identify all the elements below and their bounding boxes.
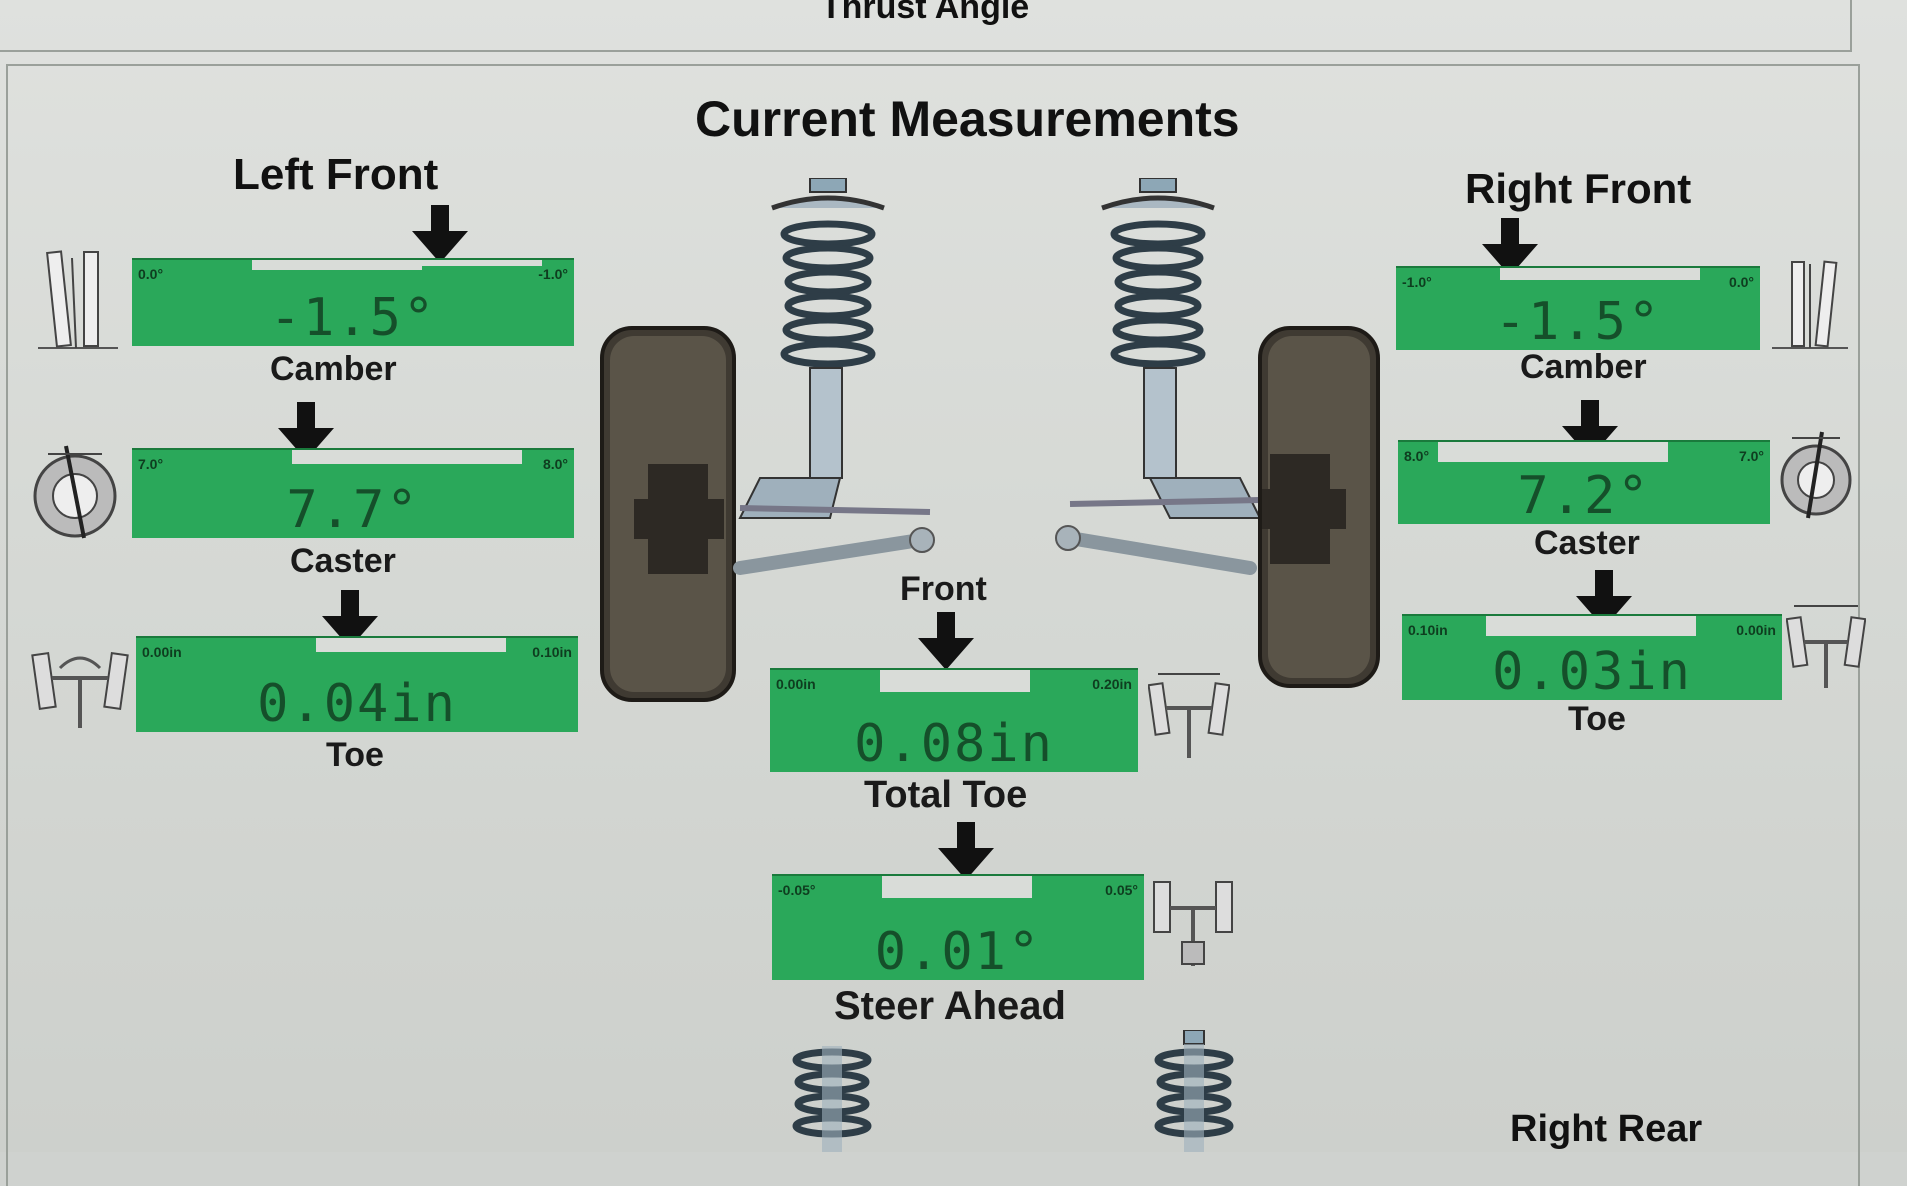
down-arrow-icon <box>1576 570 1632 628</box>
strut-assembly-icon <box>792 1046 872 1152</box>
total-toe-value: 0.08in <box>854 714 1054 774</box>
down-arrow-icon <box>412 205 468 263</box>
right-toe-gauge: 0.10in 0.00in 0.03in <box>1402 614 1782 702</box>
right-caster-value: 7.2° <box>1517 466 1651 526</box>
left-caster-gauge: 7.0° 8.0° 7.7° <box>132 448 574 540</box>
right-camber-value: -1.5° <box>1494 292 1662 352</box>
total-toe-icon <box>1148 673 1230 758</box>
wheel-icon <box>600 326 736 702</box>
left-camber-value: -1.5° <box>269 288 437 348</box>
left-toe-value: 0.04in <box>257 674 457 734</box>
wheel-icon <box>1258 326 1380 688</box>
right-toe-label: Toe <box>1568 700 1626 738</box>
right-caster-gauge: 8.0° 7.0° 7.2° <box>1398 440 1770 526</box>
thrust-angle-heading: Thrust Angle <box>820 0 1030 26</box>
total-toe-label: Total Toe <box>864 774 1028 816</box>
down-arrow-icon <box>278 402 334 460</box>
strut-assembly-icon <box>1154 1030 1234 1152</box>
caster-icon <box>33 445 117 539</box>
left-camber-label: Camber <box>270 350 397 388</box>
left-toe-gauge: 0.00in 0.10in 0.04in <box>136 636 578 734</box>
toe-icon <box>31 652 129 728</box>
right-camber-label: Camber <box>1520 348 1647 386</box>
down-arrow-icon <box>938 822 994 880</box>
left-caster-label: Caster <box>290 542 396 580</box>
steer-ahead-value: 0.01° <box>874 922 1042 982</box>
left-front-heading: Left Front <box>233 150 439 199</box>
page-title: Current Measurements <box>695 91 1240 147</box>
left-caster-value: 7.7° <box>286 480 420 540</box>
steer-ahead-gauge: -0.05° 0.05° 0.01° <box>772 874 1144 982</box>
left-camber-gauge: 0.0° -1.0° -1.5° <box>132 258 574 348</box>
left-toe-label: Toe <box>326 736 384 774</box>
front-label: Front <box>900 570 987 608</box>
caster-icon <box>1780 431 1852 519</box>
down-arrow-icon <box>1482 218 1538 276</box>
thrust-angle-section: Thrust Angle <box>0 0 1852 52</box>
strut-assembly-icon <box>733 178 935 575</box>
steer-ahead-icon <box>1153 881 1233 966</box>
toe-icon <box>1786 605 1866 688</box>
right-caster-label: Caster <box>1534 524 1640 562</box>
right-toe-value: 0.03in <box>1492 642 1692 702</box>
camber-icon <box>1772 260 1848 349</box>
right-camber-gauge: -1.0° 0.0° -1.5° <box>1396 266 1760 352</box>
total-toe-gauge: 0.00in 0.20in 0.08in <box>770 668 1138 774</box>
down-arrow-icon <box>322 590 378 648</box>
steer-ahead-label: Steer Ahead <box>834 984 1066 1028</box>
right-rear-heading: Right Rear <box>1510 1108 1703 1150</box>
camber-icon <box>38 250 118 349</box>
down-arrow-icon <box>918 612 974 670</box>
right-front-heading: Right Front <box>1465 165 1692 212</box>
strut-assembly-icon <box>1055 178 1262 575</box>
